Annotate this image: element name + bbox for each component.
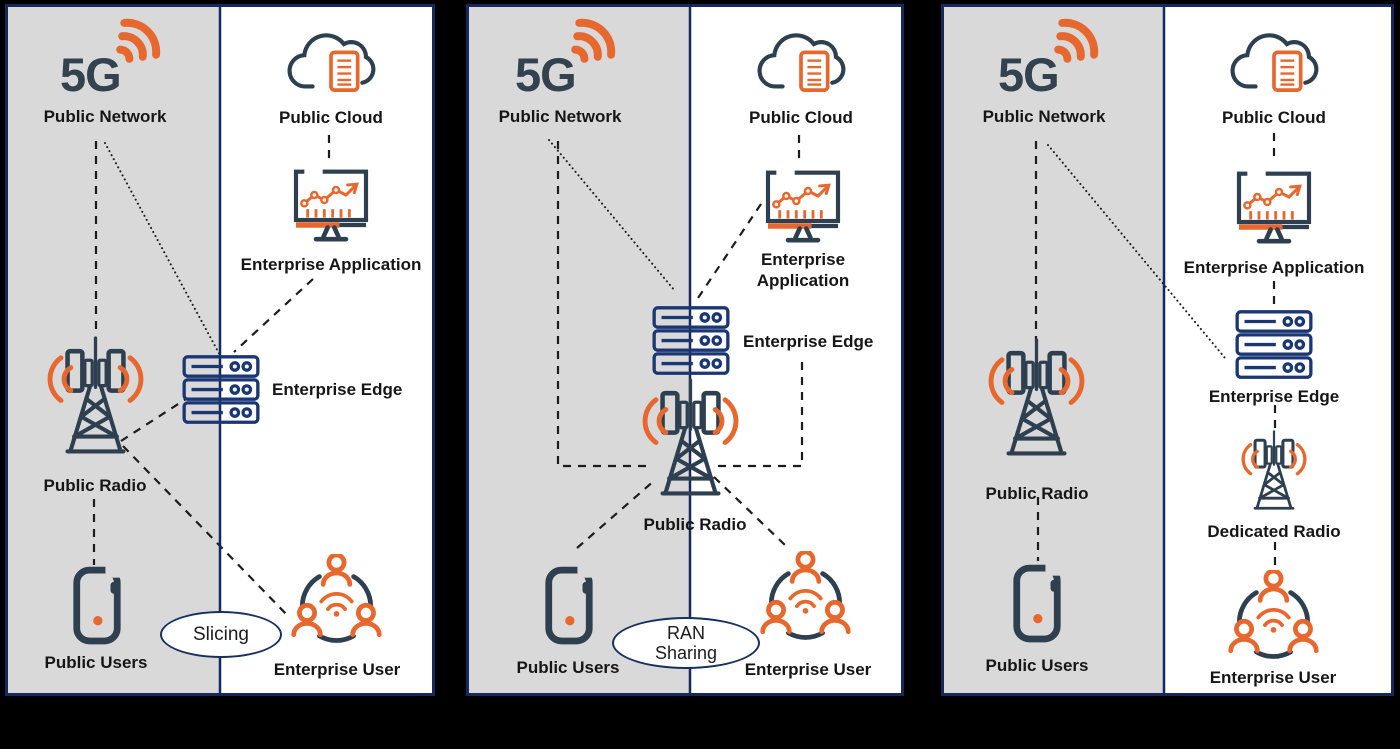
enterprise-application-label: Enterprise Application	[756, 250, 850, 291]
five-g-logo: 5G	[976, 17, 1126, 127]
public-radio-label: Public Radio	[43, 476, 147, 495]
enterprise-edge-label: Enterprise Edge	[272, 380, 403, 399]
public-radio-label: Public Radio	[985, 484, 1089, 503]
public-cloud-icon	[755, 20, 847, 105]
dedicated-radio-label: Dedicated Radio	[1207, 522, 1341, 541]
public-users-label: Public Users	[985, 656, 1089, 675]
slicing-badge: Slicing	[160, 611, 282, 658]
dedicated-radio-icon	[1235, 429, 1313, 515]
panel-slicing: 5G Public Network Public Cloud Enterpris…	[5, 4, 435, 696]
enterprise-edge-label: Enterprise Edge	[743, 332, 874, 351]
enterprise-user-label: Enterprise User	[273, 660, 401, 679]
enterprise-edge-icon	[182, 355, 260, 425]
public-cloud-label: Public Cloud	[279, 108, 383, 127]
enterprise-application-icon	[763, 166, 843, 246]
enterprise-application-icon	[291, 165, 371, 245]
five-g-logo: 5G	[38, 17, 188, 127]
public-radio-icon	[979, 337, 1094, 463]
public-cloud-label: Public Cloud	[1222, 108, 1326, 127]
public-users-icon	[70, 565, 124, 646]
enterprise-user-label: Enterprise User	[744, 660, 872, 679]
enterprise-user-label: Enterprise User	[1209, 668, 1337, 687]
five-g-logo-text: 5G	[998, 48, 1060, 101]
enterprise-user-icon	[1226, 570, 1321, 665]
public-network-label: Public Network	[982, 107, 1106, 126]
public-users-icon	[1010, 563, 1064, 644]
public-users-label: Public Users	[44, 653, 148, 672]
ran-sharing-badge: RAN Sharing	[612, 617, 760, 669]
public-users-icon	[542, 565, 596, 646]
enterprise-application-icon	[1234, 167, 1314, 247]
panel-ran-sharing: 5G Public Network Public Cloud Enterpris…	[466, 4, 904, 696]
public-cloud-label: Public Cloud	[749, 108, 853, 127]
public-network-label: Public Network	[43, 107, 167, 126]
public-users-label: Public Users	[516, 658, 620, 677]
five-g-logo-text: 5G	[515, 48, 577, 101]
public-cloud-icon	[1228, 20, 1320, 105]
enterprise-user-icon	[289, 554, 384, 649]
five-g-logo-text: 5G	[60, 48, 122, 101]
enterprise-application-label: Enterprise Application	[240, 255, 422, 274]
five-g-logo: 5G	[493, 17, 643, 127]
enterprise-edge-label: Enterprise Edge	[1208, 387, 1340, 406]
panel-dedicated-radio: 5G Public Network Public Cloud Enterpris…	[941, 4, 1394, 696]
enterprise-user-icon	[758, 551, 853, 646]
public-network-label: Public Network	[498, 107, 622, 126]
enterprise-edge-icon	[1235, 310, 1313, 380]
public-radio-label: Public Radio	[643, 515, 747, 534]
public-cloud-icon	[285, 20, 377, 105]
enterprise-edge-icon	[652, 306, 730, 376]
public-radio-icon	[633, 377, 748, 503]
enterprise-application-label: Enterprise Application	[1183, 258, 1365, 277]
public-radio-icon	[38, 335, 153, 461]
